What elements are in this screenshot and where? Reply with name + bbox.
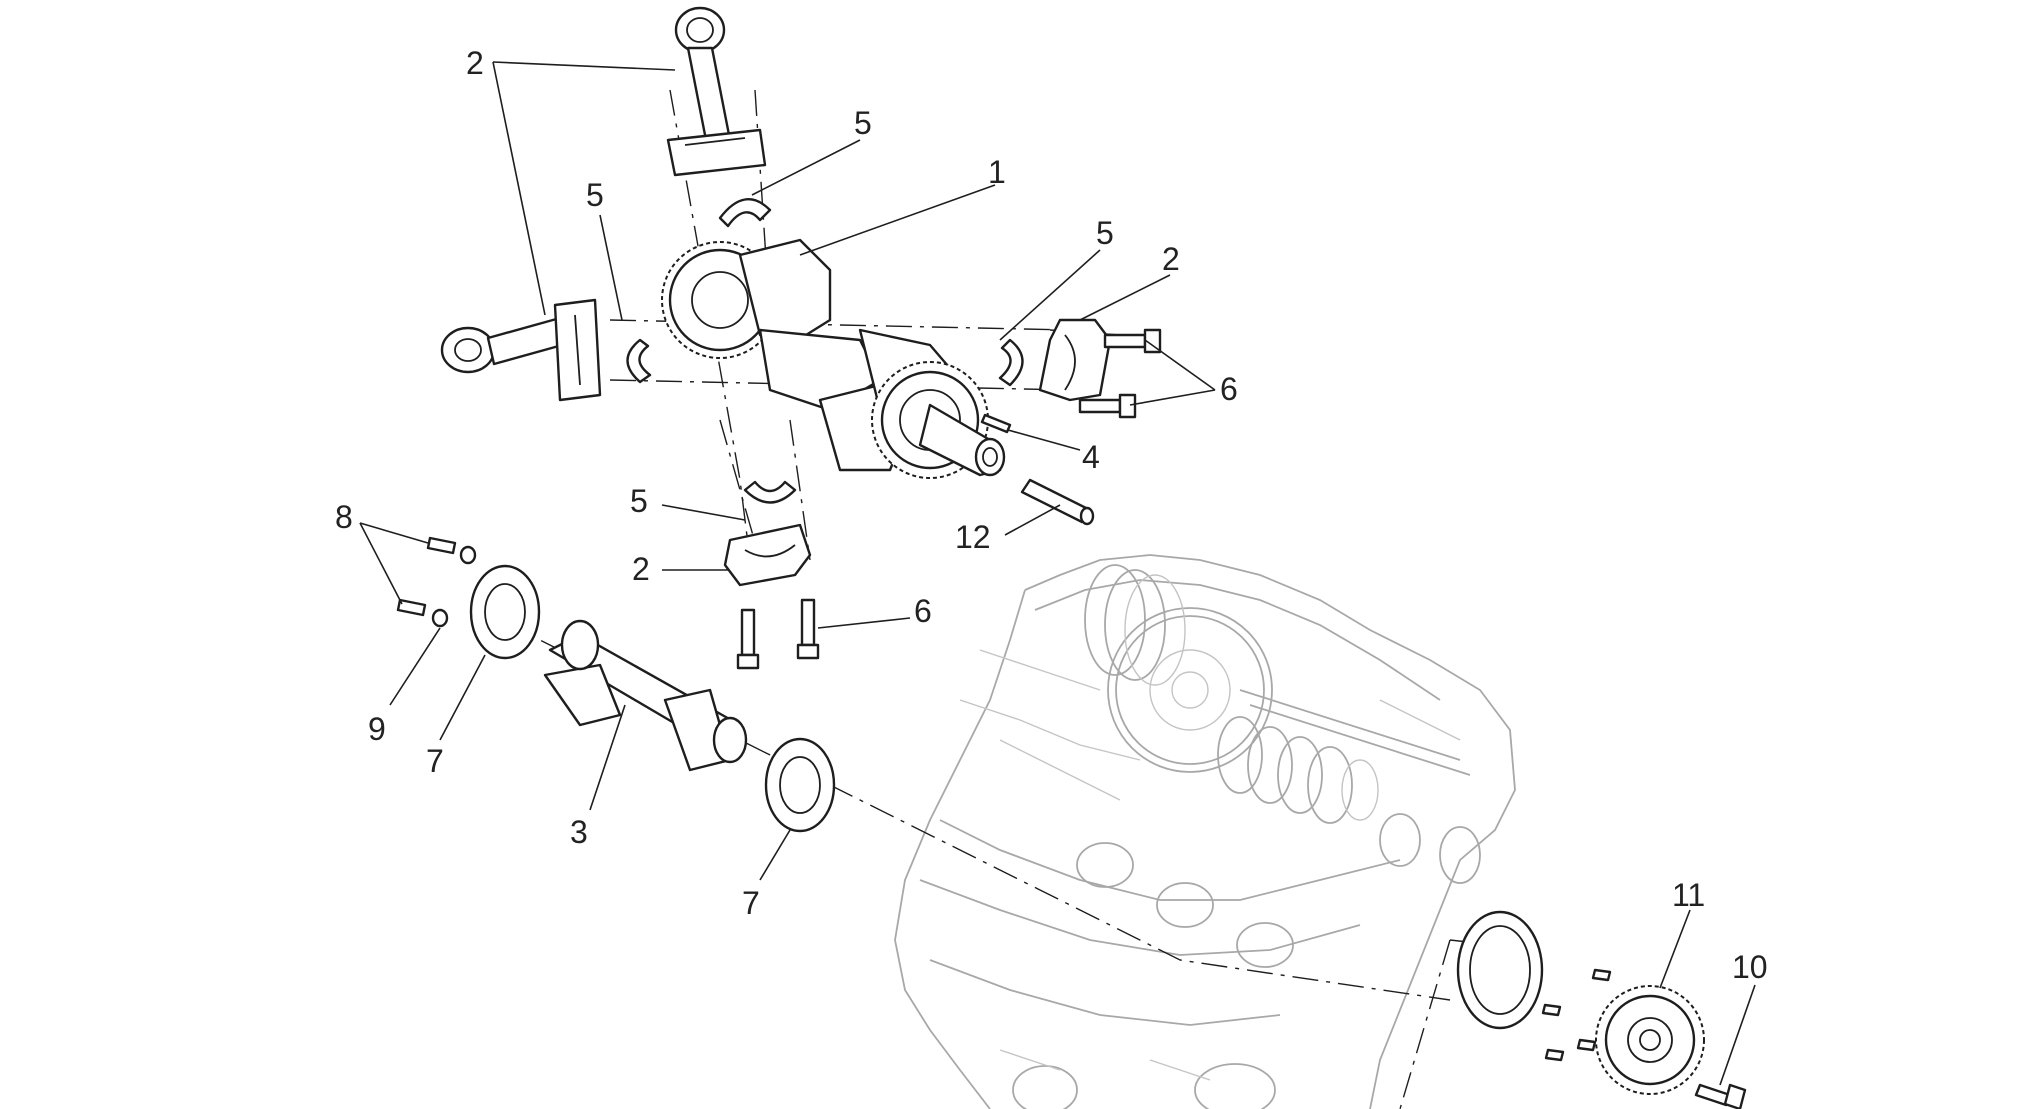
callout-6: 6 bbox=[1220, 371, 1238, 407]
key bbox=[980, 413, 1012, 434]
balance-shaft bbox=[543, 619, 748, 772]
ball-bearing-upper bbox=[469, 564, 541, 660]
pin bbox=[1020, 478, 1095, 526]
gasket-ring bbox=[1456, 910, 1544, 1030]
connecting-rod-cap-lower bbox=[723, 523, 812, 587]
callout-10: 10 bbox=[1732, 949, 1768, 985]
callout-2: 2 bbox=[466, 45, 484, 81]
callout-5: 5 bbox=[1096, 215, 1114, 251]
connecting-rod-cap-right bbox=[1038, 318, 1112, 402]
callout-5: 5 bbox=[854, 105, 872, 141]
leader-lines bbox=[359, 61, 1756, 1086]
engine-crankcase bbox=[894, 554, 1516, 1109]
callout-3: 3 bbox=[570, 814, 588, 850]
washers bbox=[431, 545, 477, 628]
callout-5: 5 bbox=[586, 177, 604, 213]
ball-bearing-lower bbox=[764, 737, 836, 833]
bearing-shells bbox=[626, 198, 1024, 504]
connecting-rod-upper bbox=[666, 6, 767, 177]
callout-11: 11 bbox=[1672, 877, 1705, 913]
callout-5: 5 bbox=[630, 483, 648, 519]
screws bbox=[396, 536, 457, 617]
callout-6: 6 bbox=[914, 593, 932, 629]
callout-2: 2 bbox=[1162, 241, 1180, 277]
bolts bbox=[736, 328, 1162, 670]
callout-7: 7 bbox=[742, 885, 760, 921]
timing-gear bbox=[1595, 985, 1705, 1095]
callout-1: 1 bbox=[988, 154, 1006, 190]
callout-9: 9 bbox=[368, 711, 386, 747]
gear-bolt bbox=[1694, 1083, 1747, 1109]
callout-2: 2 bbox=[632, 551, 650, 587]
callout-8: 8 bbox=[335, 499, 353, 535]
callout-7: 7 bbox=[426, 743, 444, 779]
callout-12: 12 bbox=[955, 519, 991, 555]
connecting-rod-left bbox=[440, 298, 602, 402]
callout-4: 4 bbox=[1082, 439, 1100, 475]
small-dowels bbox=[1541, 968, 1612, 1062]
assembly-axes bbox=[499, 89, 1541, 1109]
callout-labels: 2 5 1 5 5 2 6 4 5 12 8 2 6 9 7 3 7 11 10 bbox=[335, 45, 1768, 985]
crankshaft bbox=[661, 238, 1006, 479]
